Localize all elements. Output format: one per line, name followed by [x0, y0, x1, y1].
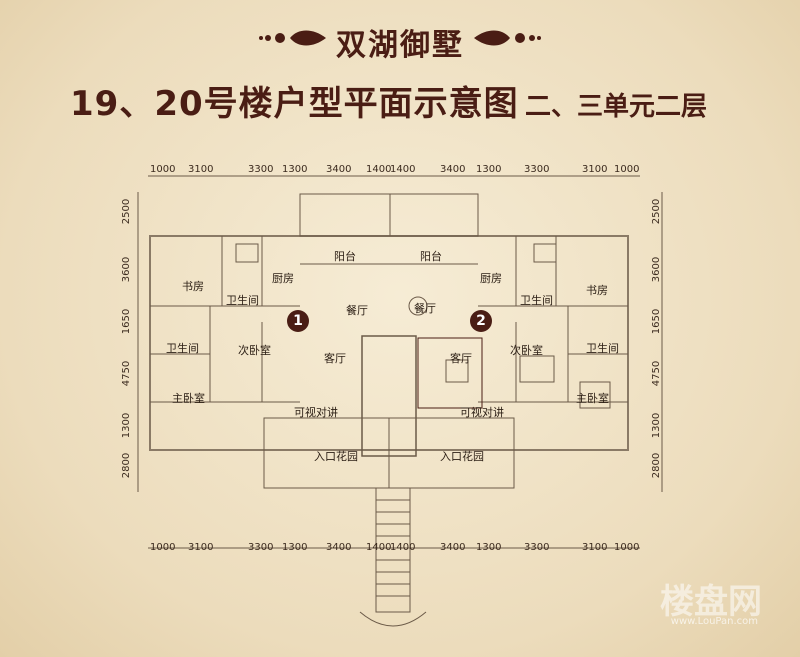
- watermark-logo: 楼盘网: [660, 582, 762, 622]
- dim-bottom-3: 3300: [248, 542, 274, 553]
- dim-right-2: 3600: [651, 256, 663, 283]
- unit1-master-label: 主卧室: [172, 392, 205, 405]
- dim-bottom-6: 1400: [366, 542, 392, 553]
- unit2-bath1-label: 卫生间: [520, 294, 553, 307]
- plan-title: 19、20号楼户型平面示意图: [70, 84, 519, 124]
- unit2-living-label: 客厅: [450, 352, 472, 365]
- dim-bottom-12: 1000: [614, 542, 640, 553]
- unit2-intercom-label: 可视对讲: [460, 406, 504, 419]
- dim-bottom-4: 1300: [282, 542, 308, 553]
- unit1-intercom-label: 可视对讲: [294, 406, 338, 419]
- watermark-url: www.LouPan.com: [670, 616, 758, 627]
- unit1-marker: 1: [287, 310, 309, 332]
- brand-name: 双湖御墅: [336, 28, 464, 63]
- unit2-second-bed-label: 次卧室: [510, 344, 543, 357]
- dim-top-3: 3300: [248, 164, 274, 175]
- dim-bottom-2: 3100: [188, 542, 214, 553]
- unit1-dining-label: 餐厅: [346, 304, 368, 317]
- dim-top-7: 1400: [390, 164, 416, 175]
- dim-right-3: 1650: [651, 308, 663, 335]
- dim-bottom-1: 1000: [150, 542, 176, 553]
- unit1-kitchen-label: 厨房: [272, 272, 294, 285]
- unit2-garden-label: 入口花园: [440, 450, 484, 463]
- left-ornament-icon: [259, 30, 326, 46]
- unit2-master-label: 主卧室: [576, 392, 609, 405]
- dim-bottom-7: 1400: [390, 542, 416, 553]
- dim-left-1: 2500: [121, 198, 133, 225]
- dim-left-2: 3600: [121, 256, 133, 283]
- right-ornament-icon: [474, 30, 541, 46]
- dim-top-2: 3100: [188, 164, 214, 175]
- dim-right-4: 4750: [651, 360, 663, 387]
- dim-top-9: 1300: [476, 164, 502, 175]
- dim-top-12: 1000: [614, 164, 640, 175]
- unit1-balcony-label: 阳台: [334, 250, 356, 263]
- unit2-kitchen-label: 厨房: [480, 272, 502, 285]
- dim-top-6: 1400: [366, 164, 392, 175]
- dim-bottom-5: 3400: [326, 542, 352, 553]
- dim-left-5: 1300: [121, 412, 133, 439]
- dim-right-1: 2500: [651, 198, 663, 225]
- unit1-bath1-label: 卫生间: [226, 294, 259, 307]
- plan-subtitle: 二、三单元二层: [525, 92, 708, 122]
- unit2-balcony-label: 阳台: [420, 250, 442, 263]
- dim-right-6: 2800: [651, 452, 663, 479]
- dim-bottom-8: 3400: [440, 542, 466, 553]
- unit2-dining-label: 餐厅: [414, 302, 436, 315]
- unit1-second-bed-label: 次卧室: [238, 344, 271, 357]
- dim-top-4: 1300: [282, 164, 308, 175]
- dim-bottom-10: 3300: [524, 542, 550, 553]
- unit1-garden-label: 入口花园: [314, 450, 358, 463]
- dim-bottom-9: 1300: [476, 542, 502, 553]
- unit2-marker: 2: [470, 310, 492, 332]
- dim-top-5: 3400: [326, 164, 352, 175]
- dim-right-5: 1300: [651, 412, 663, 439]
- dim-left-3: 1650: [121, 308, 133, 335]
- unit1-living-label: 客厅: [324, 352, 346, 365]
- dim-top-11: 3100: [582, 164, 608, 175]
- unit2-study-label: 书房: [586, 284, 608, 297]
- dim-top-1: 1000: [150, 164, 176, 175]
- dim-top-8: 3400: [440, 164, 466, 175]
- unit2-bath2-label: 卫生间: [586, 342, 619, 355]
- dim-left-4: 4750: [121, 360, 133, 387]
- dim-bottom-11: 3100: [582, 542, 608, 553]
- unit1-bath2-label: 卫生间: [166, 342, 199, 355]
- unit1-study-label: 书房: [182, 280, 204, 293]
- dim-left-6: 2800: [121, 452, 133, 479]
- dim-top-10: 3300: [524, 164, 550, 175]
